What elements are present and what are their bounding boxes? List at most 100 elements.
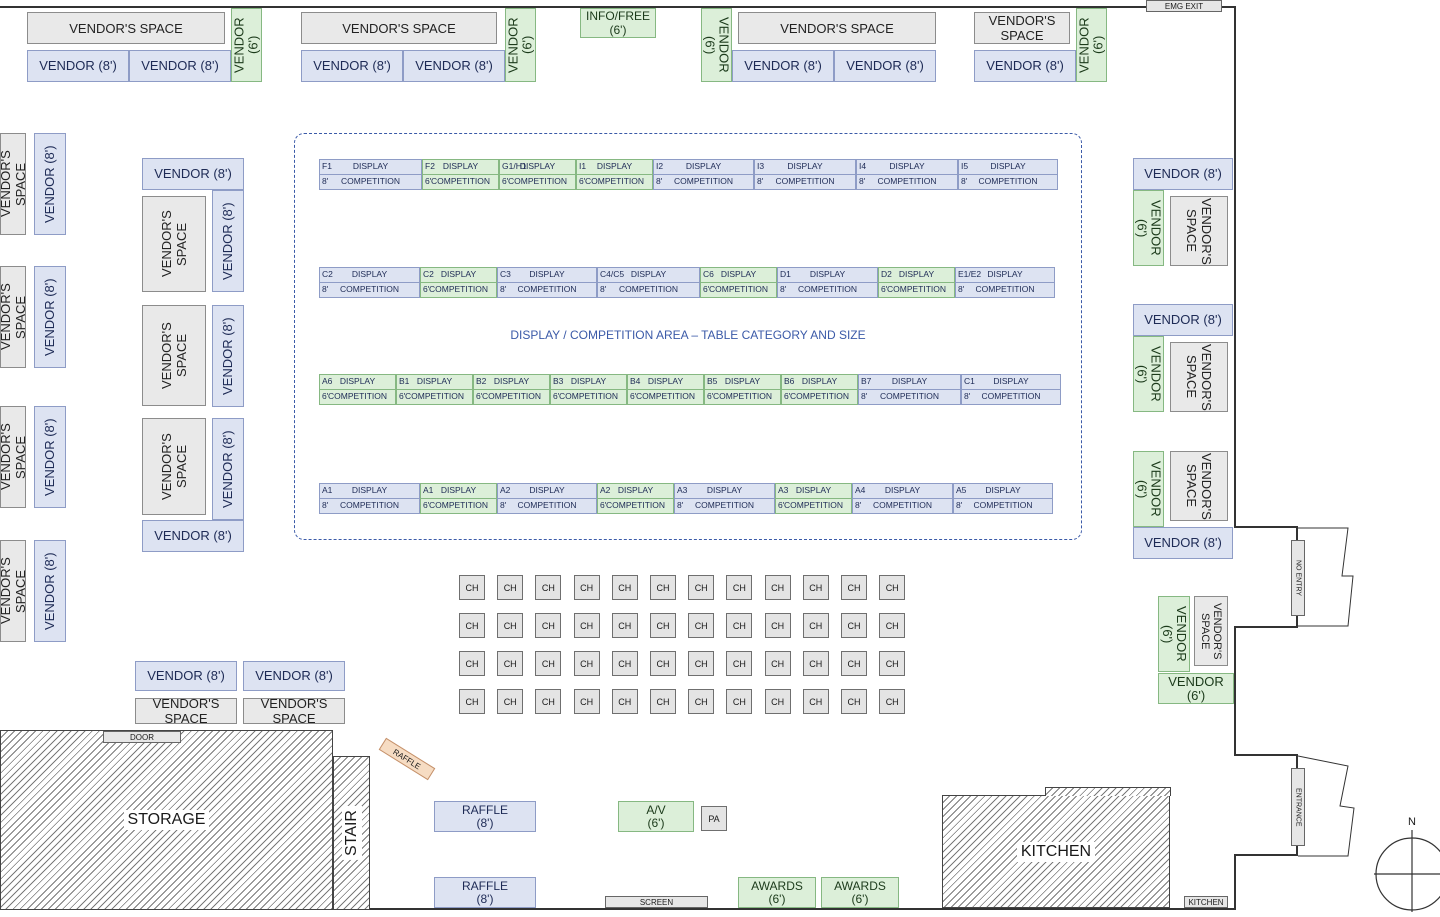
no-entry-label[interactable]: NO ENTRY bbox=[1291, 540, 1305, 616]
vendor-8-inner-3[interactable]: VENDOR (8') bbox=[212, 418, 244, 520]
chair-1-11[interactable]: CH bbox=[879, 613, 906, 638]
chair-1-6[interactable]: CH bbox=[688, 613, 715, 638]
vendor-8-left-3[interactable]: VENDOR (8') bbox=[34, 406, 66, 508]
awards-table-1[interactable]: AWARDS (6') bbox=[738, 877, 816, 908]
vendor-space-right-4[interactable]: VENDOR'S SPACE bbox=[1194, 596, 1228, 666]
chair-3-8[interactable]: CH bbox=[764, 689, 791, 714]
vendor-6-right-3[interactable]: VENDOR (6') bbox=[1133, 451, 1164, 527]
vendor-6-top-1[interactable]: VENDOR (6') bbox=[231, 8, 262, 82]
chair-0-3[interactable]: CH bbox=[573, 575, 600, 600]
vendor-8-top-2[interactable]: VENDOR (8') bbox=[129, 50, 231, 82]
chair-1-10[interactable]: CH bbox=[841, 613, 867, 638]
chair-2-9[interactable]: CH bbox=[802, 651, 829, 676]
chair-3-11[interactable]: CH bbox=[879, 689, 906, 714]
raffle-table-2[interactable]: RAFFLE (8') bbox=[434, 877, 536, 908]
chair-1-9[interactable]: CH bbox=[802, 613, 829, 638]
vendor-space-left-3[interactable]: VENDOR'S SPACE bbox=[0, 406, 28, 508]
vendor-space-left-2[interactable]: VENDOR'S SPACE bbox=[0, 266, 28, 368]
vendor-8-inner-1[interactable]: VENDOR (8') bbox=[212, 190, 244, 292]
chair-0-10[interactable]: CH bbox=[841, 575, 867, 600]
storage-door-label[interactable]: DOOR bbox=[103, 731, 181, 743]
vendor-8-right-3[interactable]: VENDOR (8') bbox=[1133, 527, 1233, 559]
chair-2-4[interactable]: CH bbox=[611, 651, 638, 676]
chair-1-8[interactable]: CH bbox=[764, 613, 791, 638]
vendor-8-top-6[interactable]: VENDOR (8') bbox=[834, 50, 936, 82]
chair-2-7[interactable]: CH bbox=[726, 651, 753, 676]
chair-1-0[interactable]: CH bbox=[459, 613, 485, 638]
vendor-8-inner-top[interactable]: VENDOR (8') bbox=[142, 158, 244, 190]
vendor-8-left-4[interactable]: VENDOR (8') bbox=[34, 540, 66, 642]
chair-2-0[interactable]: CH bbox=[459, 651, 485, 676]
vendor-8-lower-1[interactable]: VENDOR (8') bbox=[135, 661, 237, 691]
chair-2-10[interactable]: CH bbox=[841, 651, 867, 676]
raffle-small-table[interactable]: RAFFLE bbox=[378, 737, 436, 781]
chair-1-1[interactable]: CH bbox=[497, 613, 524, 638]
chair-2-5[interactable]: CH bbox=[650, 651, 676, 676]
chair-0-7[interactable]: CH bbox=[726, 575, 753, 600]
chair-3-10[interactable]: CH bbox=[841, 689, 867, 714]
entrance-label[interactable]: ENTRANCE bbox=[1291, 768, 1305, 846]
vendor-6-right-5[interactable]: VENDOR (6') bbox=[1158, 673, 1234, 704]
chair-3-4[interactable]: CH bbox=[611, 689, 638, 714]
vendor-6-right-2[interactable]: VENDOR (6') bbox=[1133, 336, 1164, 412]
chair-3-6[interactable]: CH bbox=[688, 689, 715, 714]
vendor-8-inner-2[interactable]: VENDOR (8') bbox=[212, 305, 244, 407]
pa-box[interactable]: PA bbox=[701, 806, 727, 831]
chair-1-4[interactable]: CH bbox=[611, 613, 638, 638]
vendor-8-left-2[interactable]: VENDOR (8') bbox=[34, 266, 66, 368]
vendor-6-top-2[interactable]: VENDOR (6') bbox=[505, 8, 536, 82]
vendor-space-right-1[interactable]: VENDOR'S SPACE bbox=[1170, 196, 1228, 266]
vendor-space-right-3[interactable]: VENDOR'S SPACE bbox=[1170, 451, 1228, 521]
vendor-8-top-7[interactable]: VENDOR (8') bbox=[974, 50, 1076, 82]
chair-0-2[interactable]: CH bbox=[535, 575, 562, 600]
vendor-8-left-1[interactable]: VENDOR (8') bbox=[34, 133, 66, 235]
chair-0-8[interactable]: CH bbox=[764, 575, 791, 600]
chair-1-2[interactable]: CH bbox=[535, 613, 562, 638]
vendor-6-right-1[interactable]: VENDOR (6') bbox=[1133, 190, 1164, 266]
raffle-table-1[interactable]: RAFFLE (8') bbox=[434, 801, 536, 832]
chair-2-8[interactable]: CH bbox=[764, 651, 791, 676]
vendor-8-right-2[interactable]: VENDOR (8') bbox=[1133, 304, 1233, 336]
chair-1-7[interactable]: CH bbox=[726, 613, 753, 638]
vendor-space-inner-3[interactable]: VENDOR'S SPACE bbox=[142, 418, 206, 515]
chair-3-1[interactable]: CH bbox=[497, 689, 524, 714]
info-free-table[interactable]: INFO/FREE (6') bbox=[580, 8, 656, 38]
vendor-6-top-3[interactable]: VENDOR (6') bbox=[701, 8, 732, 82]
chair-0-1[interactable]: CH bbox=[497, 575, 524, 600]
chair-0-9[interactable]: CH bbox=[802, 575, 829, 600]
kitchen-door-label[interactable]: KITCHEN bbox=[1184, 896, 1228, 908]
chair-1-3[interactable]: CH bbox=[573, 613, 600, 638]
vendor-space-right-2[interactable]: VENDOR'S SPACE bbox=[1170, 342, 1228, 412]
vendor-8-inner-bottom[interactable]: VENDOR (8') bbox=[142, 520, 244, 552]
vendor-6-top-4[interactable]: VENDOR (6') bbox=[1076, 8, 1107, 82]
vendor-space-lower-2[interactable]: VENDOR'S SPACE bbox=[243, 696, 345, 726]
vendor-space-left-1[interactable]: VENDOR'S SPACE bbox=[0, 133, 28, 235]
vendor-8-top-1[interactable]: VENDOR (8') bbox=[27, 50, 129, 82]
chair-0-11[interactable]: CH bbox=[879, 575, 906, 600]
